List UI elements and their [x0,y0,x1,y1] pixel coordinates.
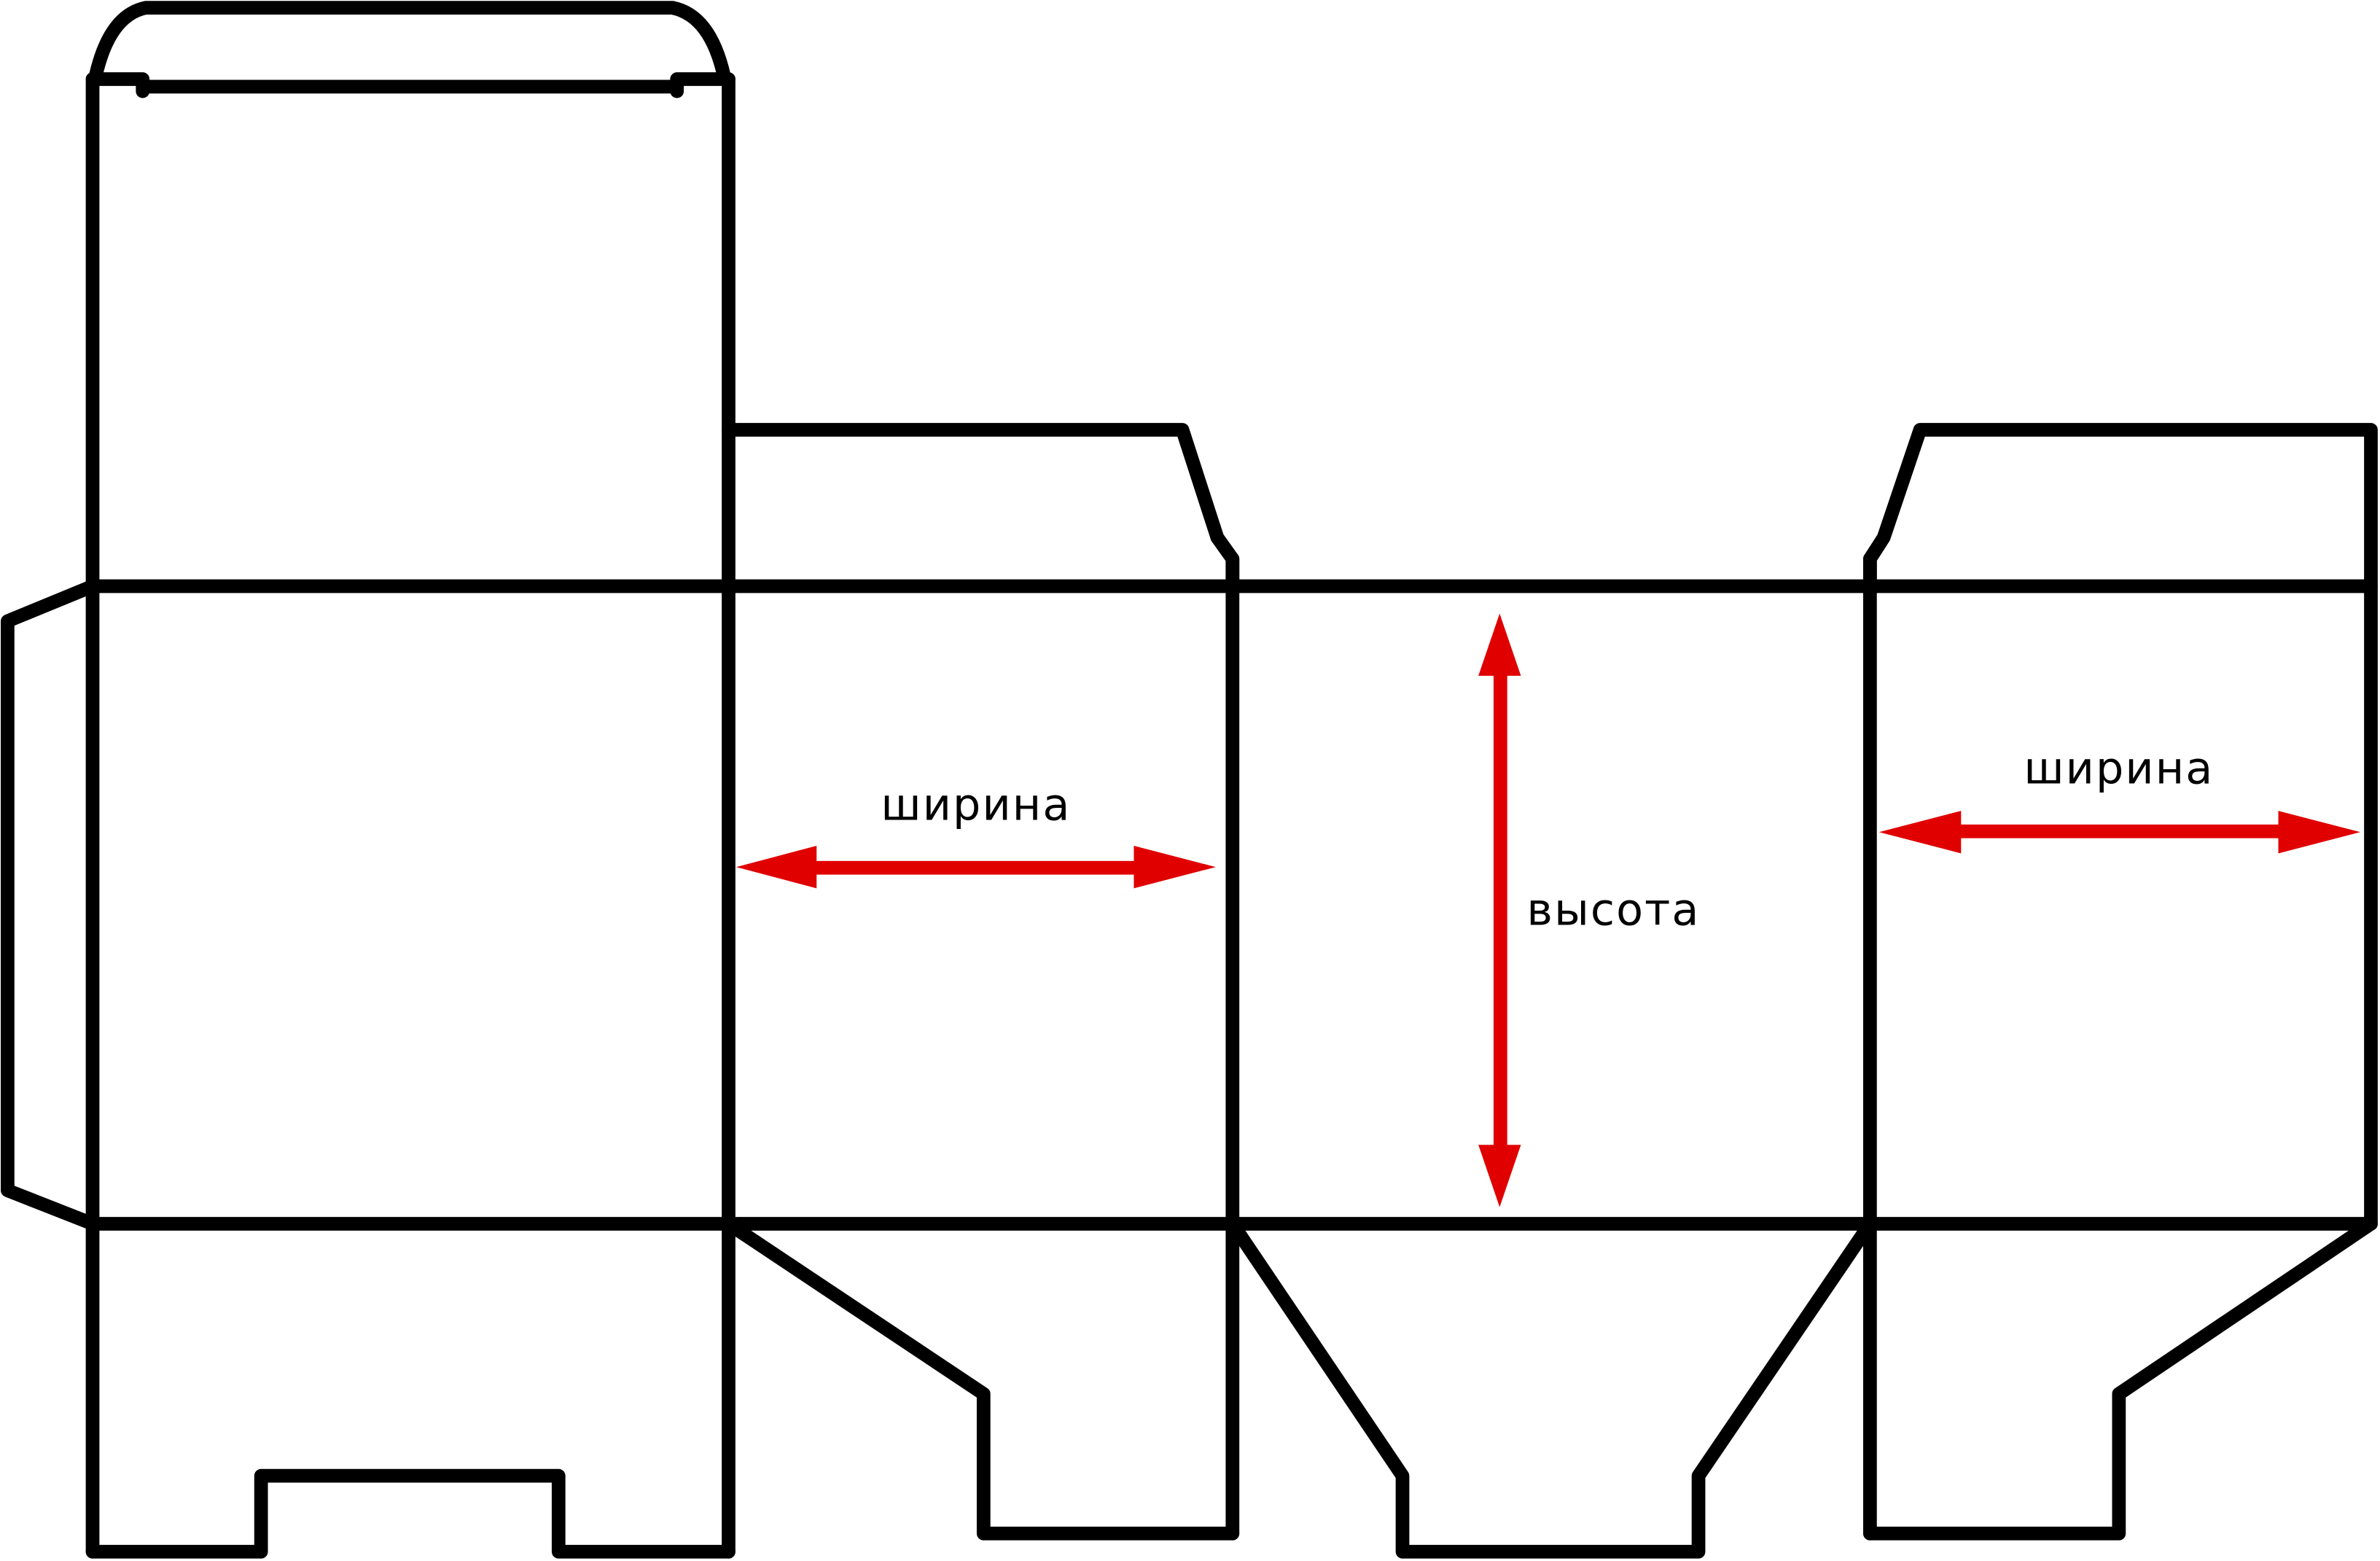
arrow-head-right-icon [2278,811,2360,854]
bottom-flap-1 [85,1468,736,1559]
arrow-shaft [1958,824,2282,838]
arrow-head-right-icon [1134,846,1216,889]
arrow-head-down-icon [1478,1145,1521,1207]
width-arrow-right [1878,811,2360,854]
dust-flap-top-right [1862,423,2378,1231]
width-arrow-left [736,846,1216,889]
arrow-shaft [814,860,1137,875]
width-label-right: ширина [2024,744,2214,795]
dust-flap-top-left [722,423,1240,593]
top-tuck-flap [88,1,731,83]
arrow-shaft [1493,672,1507,1148]
bottom-flap-2 [722,1217,1240,1541]
bottom-flap-3 [1225,1217,1877,1559]
arrow-head-left-icon [1878,811,1962,854]
bottom-flap-4 [1862,1217,2378,1541]
glue-tab [1,579,100,1231]
arrow-head-left-icon [736,846,817,889]
width-label-left: ширина [881,780,1071,831]
top-flap-crease [85,72,736,98]
height-label: высота [1526,884,1700,935]
arrow-head-up-icon [1478,613,1521,676]
height-arrow [1478,613,1521,1207]
